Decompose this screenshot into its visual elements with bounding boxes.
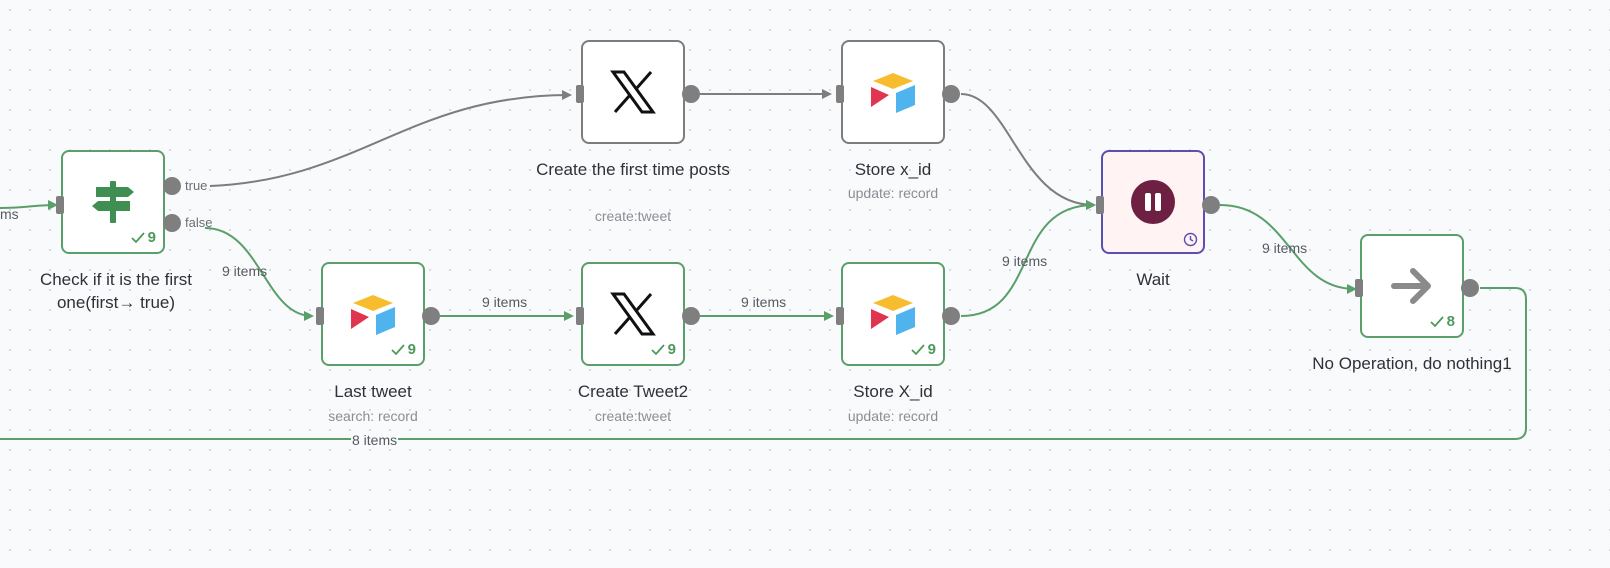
node-title: Check if it is the first one(first→ true… (39, 270, 193, 312)
edge-false-to-last-tweet[interactable] (204, 227, 314, 321)
edge-incoming[interactable] (0, 200, 58, 211)
input-handle[interactable] (836, 307, 844, 325)
airtable-icon (869, 293, 917, 335)
edge-label-noop-loop: 8 items (351, 432, 399, 448)
output-handle-false[interactable] (163, 214, 181, 232)
node-title: Create the first time posts (536, 160, 730, 179)
run-count-badge: 8 (1430, 313, 1455, 330)
input-handle[interactable] (836, 85, 844, 103)
arrow-right-icon (1389, 263, 1435, 309)
node-last-tweet[interactable]: 9 (321, 262, 425, 366)
output-handle[interactable] (942, 307, 960, 325)
edge-label-last-to-create: 9 items (482, 294, 528, 310)
run-count-badge: 9 (391, 341, 416, 358)
edge-true-to-first-post[interactable] (209, 90, 572, 187)
run-count-badge: 9 (131, 229, 156, 246)
output-handle[interactable] (1202, 196, 1220, 214)
pause-icon (1130, 179, 1176, 225)
node-subtitle: update: record (847, 185, 939, 201)
airtable-icon (349, 293, 397, 335)
input-handle[interactable] (56, 196, 64, 214)
output-handle[interactable] (1461, 279, 1479, 297)
node-subtitle: create:tweet (594, 208, 672, 224)
node-title: Create Tweet2 (577, 382, 689, 401)
edge-store-top-to-wait[interactable] (960, 93, 1096, 210)
output-handle[interactable] (682, 85, 700, 103)
node-create-tweet2[interactable]: 9 (581, 262, 685, 366)
edge-noop-loop[interactable] (0, 287, 1527, 440)
input-handle[interactable] (576, 307, 584, 325)
node-wait[interactable] (1101, 150, 1205, 254)
input-handle[interactable] (1096, 196, 1104, 214)
input-handle[interactable] (1355, 279, 1363, 297)
node-title: No Operation, do nothing1 (1312, 354, 1512, 373)
node-store-x-id-top[interactable] (841, 40, 945, 144)
x-logo-icon (610, 69, 656, 115)
node-check-first[interactable]: 9 (61, 150, 165, 254)
x-logo-icon (610, 291, 656, 337)
output-handle[interactable] (682, 307, 700, 325)
signpost-icon (90, 179, 136, 225)
node-title: Store x_id (854, 160, 932, 179)
input-handle[interactable] (576, 85, 584, 103)
node-no-operation[interactable]: 8 (1360, 234, 1464, 338)
airtable-icon (869, 71, 917, 113)
node-title: Store X_id (853, 382, 933, 401)
node-store-x-id-bottom[interactable]: 9 (841, 262, 945, 366)
edge-label-incoming: ms (0, 206, 19, 222)
node-subtitle: search: record (328, 408, 418, 424)
node-subtitle: update: record (847, 408, 939, 424)
clock-icon (1183, 232, 1198, 247)
edge-label-wait-to-noop: 9 items (1262, 240, 1308, 256)
run-count-badge: 9 (651, 341, 676, 358)
output-handle-true[interactable] (163, 177, 181, 195)
port-label-true: true (185, 178, 208, 193)
input-handle[interactable] (316, 307, 324, 325)
output-handle[interactable] (422, 307, 440, 325)
port-label-false: false (185, 215, 213, 230)
node-first-post[interactable] (581, 40, 685, 144)
edge-wait-to-noop[interactable] (1219, 204, 1357, 294)
output-handle[interactable] (942, 85, 960, 103)
edge-label-false-to-last: 9 items (222, 263, 268, 279)
edge-label-store-to-wait: 9 items (1002, 253, 1048, 269)
node-title: Wait (1136, 270, 1170, 289)
node-subtitle: create:tweet (594, 408, 672, 424)
node-title: Last tweet (334, 382, 412, 401)
edge-store-bottom-to-wait[interactable] (960, 200, 1096, 317)
edge-label-create-to-store: 9 items (741, 294, 787, 310)
run-count-badge: 9 (911, 341, 936, 358)
